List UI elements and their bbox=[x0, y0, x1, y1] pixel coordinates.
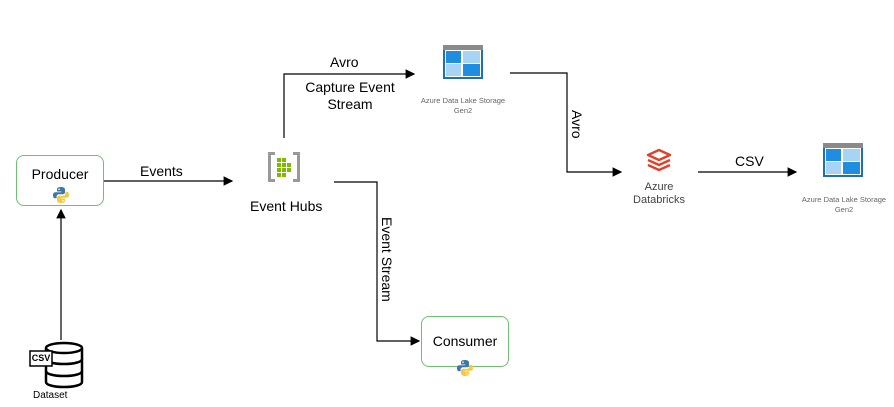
adls-capture-label-line1: Azure Data Lake Storage bbox=[420, 96, 506, 105]
producer-label: Producer bbox=[31, 166, 89, 182]
edge-capture bbox=[283, 69, 416, 138]
consumer-label: Consumer bbox=[432, 333, 498, 349]
storage-icon bbox=[443, 45, 483, 79]
producer-node[interactable]: Producer bbox=[16, 155, 104, 206]
csv-badge: CSV bbox=[31, 353, 51, 363]
edge-label-capture: Capture Event Stream bbox=[300, 79, 400, 113]
adls-capture-label-line2: Gen2 bbox=[453, 106, 473, 115]
adls-output-label-line2: Gen2 bbox=[834, 205, 854, 214]
databricks-icon bbox=[646, 148, 672, 172]
adls-output-label: Azure Data Lake Storage Gen2 bbox=[796, 195, 892, 215]
edge-label-capture-line1: Capture Event bbox=[305, 79, 395, 95]
edge-label-avro-vertical: Avro bbox=[569, 110, 585, 139]
databricks-label-line2: Databricks bbox=[633, 194, 685, 206]
database-icon bbox=[29, 341, 84, 389]
dataset-label: Dataset bbox=[33, 390, 68, 401]
edge-label-event-stream: Event Stream bbox=[379, 217, 395, 302]
consumer-node[interactable]: Consumer bbox=[421, 316, 509, 376]
event-hubs-icon bbox=[268, 152, 300, 182]
edge-event-stream bbox=[334, 181, 421, 346]
edge-label-capture-line2: Stream bbox=[327, 96, 373, 112]
databricks-label-line1: Azure bbox=[644, 181, 674, 193]
edge-label-events: Events bbox=[140, 163, 183, 179]
event-hubs-label: Event Hubs bbox=[250, 198, 323, 214]
edge-label-csv: CSV bbox=[735, 153, 764, 169]
adls-output-label-line1: Azure Data Lake Storage bbox=[801, 195, 887, 204]
python-icon bbox=[457, 360, 473, 376]
databricks-label: Azure Databricks bbox=[620, 181, 698, 207]
storage-icon bbox=[823, 143, 863, 177]
adls-capture-label: Azure Data Lake Storage Gen2 bbox=[413, 96, 513, 116]
python-icon bbox=[53, 187, 69, 203]
edge-avro bbox=[510, 72, 623, 177]
edge-label-avro-top: Avro bbox=[330, 54, 359, 70]
